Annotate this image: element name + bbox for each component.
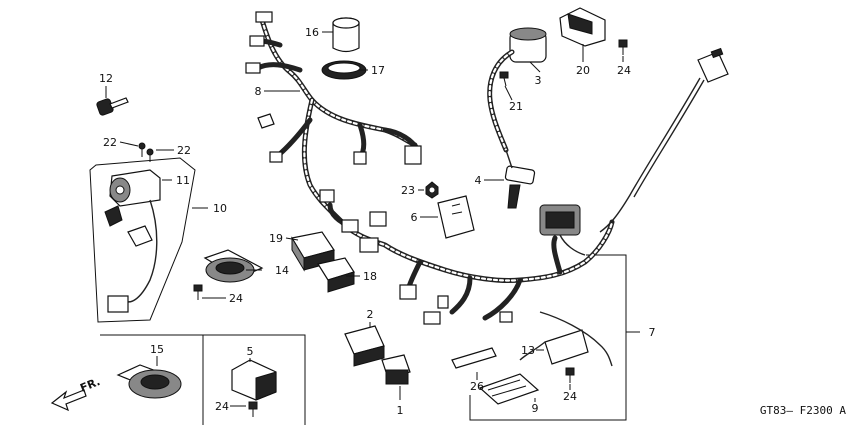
callout-1: 1 [397,404,404,417]
callout-16: 16 [305,26,319,39]
callout-24-c: 24 [563,390,577,403]
part-26-clip [451,347,497,369]
part-15-horn [116,364,182,399]
wire-harness-group-frame [469,254,627,421]
callout-22-b: 22 [177,144,191,157]
callout-23: 23 [401,184,415,197]
callout-7: 7 [649,326,656,339]
callout-2: 2 [367,308,374,321]
leader-lines [105,31,640,407]
callout-14: 14 [275,264,289,277]
callout-19: 19 [269,232,283,245]
callout-4: 4 [475,174,482,187]
callout-17: 17 [371,64,385,77]
part-2-connector-cover [344,325,385,367]
callout-11: 11 [176,174,190,187]
part-3-ignition-coil [487,27,547,153]
part-24-bolt-d [248,401,258,417]
part-9-cover [478,373,540,405]
part-4-sensor [504,149,536,209]
callout-15: 15 [150,343,164,356]
callout-24-b: 24 [617,64,631,77]
part-22-screws [138,142,154,162]
part-13-switch [519,311,613,367]
main-wire-harness [252,17,615,321]
regulator-block [539,204,586,256]
callout-labels: 1 2 3 4 5 6 7 8 9 10 11 12 13 14 15 16 1… [99,26,656,417]
part-1-connector [381,354,411,385]
part-21-screw [499,71,509,87]
part-14-horn-bracket [203,249,264,283]
callout-24-d: 24 [215,400,229,413]
part-12-key [96,97,129,116]
reference-code: GT83– F2300 A [760,404,846,417]
part-19-relay [291,231,335,272]
part-23-nut [425,181,439,199]
callout-3: 3 [535,74,542,87]
callout-5: 5 [247,345,254,358]
part-24-bolt-c [565,367,575,383]
part-20-bracket [559,7,606,47]
part-16-cap [332,17,360,53]
lower-left-box-frame [100,334,306,425]
plug-lead [599,47,729,233]
direction-label: FR. [78,375,102,395]
callout-22-a: 22 [103,136,117,149]
callout-20: 20 [576,64,590,77]
harness-connectors [245,11,513,325]
part-24-bolt-b [618,39,628,55]
callout-10: 10 [213,202,227,215]
part-24-bolt-a [193,284,203,300]
callout-26: 26 [470,380,484,393]
ignition-switch-group-frame [89,157,196,323]
callout-12: 12 [99,72,113,85]
part-5-relay [231,359,277,401]
callout-9: 9 [532,402,539,415]
forward-arrow-icon: FR. [50,375,102,412]
callout-21: 21 [509,100,523,113]
callout-6: 6 [411,211,418,224]
part-11-ignition-switch [104,169,161,313]
callout-24-a: 24 [229,292,243,305]
part-18-relay [317,257,355,293]
callout-8: 8 [255,85,262,98]
part-6-control-unit [437,195,475,239]
callout-18: 18 [363,270,377,283]
callout-13: 13 [521,344,535,357]
